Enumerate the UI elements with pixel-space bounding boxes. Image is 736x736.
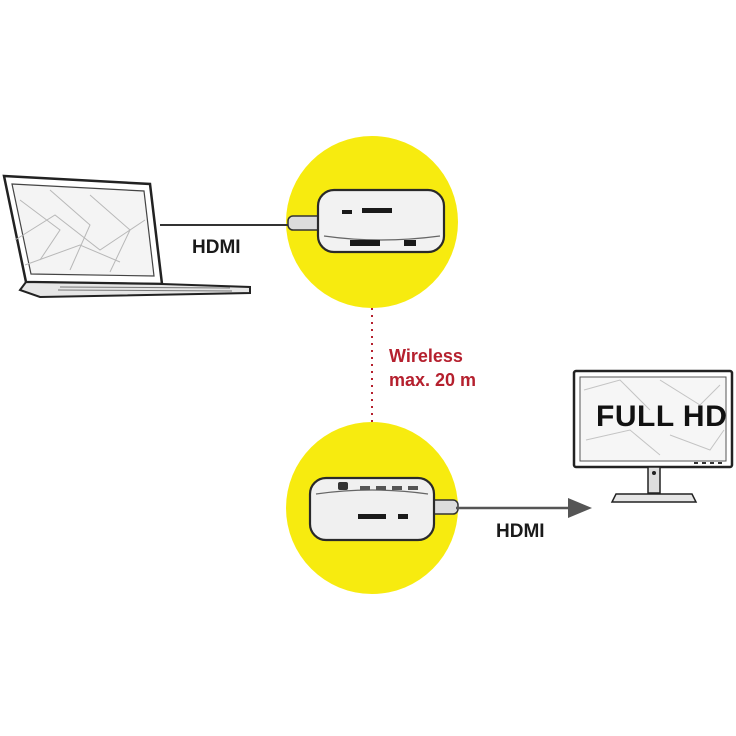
wireless-label: Wireless bbox=[389, 346, 463, 366]
monitor-screen-label: FULL HD bbox=[596, 400, 728, 433]
hdmi-output-label: HDMI bbox=[496, 521, 545, 542]
laptop-icon bbox=[2, 174, 251, 299]
wireless-range-label: max. 20 m bbox=[389, 370, 477, 390]
hdmi-receiver-icon bbox=[308, 476, 459, 542]
hdmi-input-label: HDMI bbox=[192, 237, 241, 258]
hdmi-transmitter-icon bbox=[287, 188, 446, 254]
arrow-right-icon bbox=[456, 498, 592, 518]
monitor-icon bbox=[572, 369, 734, 503]
